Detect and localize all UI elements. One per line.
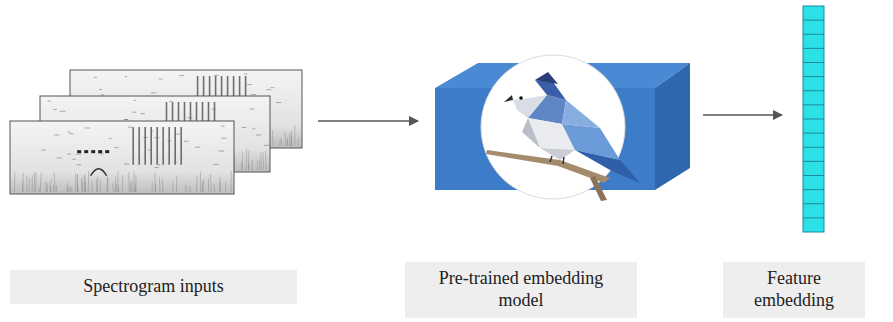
caption-box: Pre-trained embedding model xyxy=(405,262,637,318)
caption-box: Spectrogram inputs xyxy=(10,270,297,304)
bird-logo xyxy=(481,55,640,201)
caption-text: Pre-trained embedding model xyxy=(415,268,627,311)
caption-text: Spectrogram inputs xyxy=(83,276,223,298)
flow-arrow xyxy=(318,120,418,122)
caption-text: Feature embedding xyxy=(733,268,855,311)
embedding-vector xyxy=(803,6,824,232)
spectrogram xyxy=(10,121,234,194)
caption-box: Feature embedding xyxy=(723,262,865,318)
spectrogram-stack xyxy=(10,70,302,194)
flow-arrow xyxy=(703,114,782,116)
